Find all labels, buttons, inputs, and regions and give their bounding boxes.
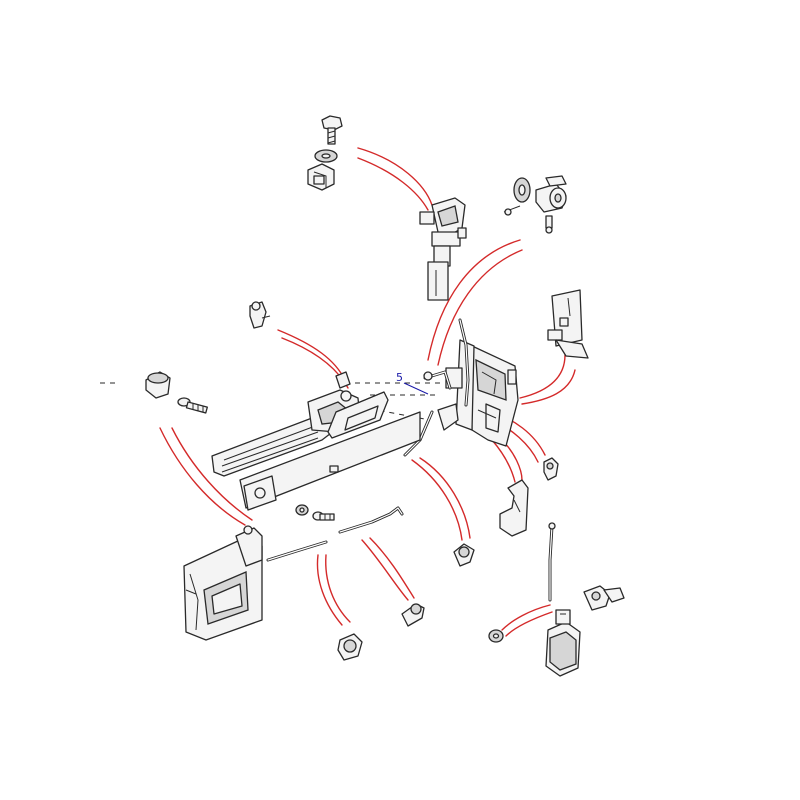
leader-line bbox=[369, 537, 415, 599]
leader-line bbox=[325, 554, 351, 623]
small-pin-icon bbox=[545, 215, 553, 234]
washer-icon bbox=[314, 149, 338, 163]
clip-nut-icon bbox=[307, 163, 335, 191]
leader-line bbox=[427, 239, 521, 361]
leader-line bbox=[357, 157, 429, 211]
lock-bracket bbox=[419, 197, 467, 301]
leader-line bbox=[411, 459, 463, 541]
leader-line bbox=[357, 147, 433, 206]
screw-icon bbox=[177, 397, 208, 414]
rod-clip bbox=[401, 603, 425, 627]
leader-line bbox=[519, 354, 566, 399]
top-bolt-group bbox=[307, 115, 343, 191]
part-callout: 5 bbox=[396, 371, 429, 395]
rubber-plug-icon bbox=[145, 371, 171, 399]
rod-clip bbox=[337, 633, 363, 661]
leader-line bbox=[277, 329, 346, 381]
leader-line bbox=[501, 604, 551, 631]
leader-line bbox=[505, 611, 553, 637]
leader-line bbox=[171, 427, 253, 521]
leader-line bbox=[316, 554, 343, 626]
lock-actuator bbox=[545, 609, 581, 677]
door-backing-plate bbox=[239, 411, 421, 511]
key-clip-icon bbox=[503, 205, 521, 216]
handle-bezel bbox=[327, 391, 389, 439]
striker-bracket bbox=[499, 479, 529, 537]
leader-line bbox=[521, 369, 576, 405]
leader-line bbox=[361, 539, 409, 601]
washer-icon bbox=[488, 629, 504, 643]
leader-line bbox=[159, 427, 246, 526]
small-clip bbox=[249, 301, 271, 329]
clip-connector bbox=[583, 585, 625, 611]
inside-handle-housing bbox=[183, 525, 263, 641]
lock-barrel-group bbox=[503, 175, 567, 234]
rod-clip bbox=[453, 543, 475, 567]
hex-bolt-icon bbox=[321, 115, 343, 145]
lock-rod bbox=[458, 318, 470, 407]
screw-icon bbox=[312, 511, 335, 521]
middle-screw-group bbox=[295, 504, 335, 521]
lock-mechanism bbox=[437, 339, 519, 447]
connecting-rods bbox=[266, 506, 404, 562]
leader-line bbox=[491, 439, 516, 483]
lock-cylinder-icon bbox=[535, 175, 567, 213]
washer-icon bbox=[295, 504, 309, 516]
callout-number: 5 bbox=[396, 371, 403, 384]
leader-line bbox=[419, 457, 471, 539]
ring-washer-icon bbox=[513, 177, 531, 203]
small-nut bbox=[543, 457, 559, 481]
left-fastener-group bbox=[145, 371, 208, 414]
leader-line bbox=[437, 249, 523, 366]
vertical-rod bbox=[548, 522, 556, 602]
latch-plate bbox=[547, 289, 589, 359]
